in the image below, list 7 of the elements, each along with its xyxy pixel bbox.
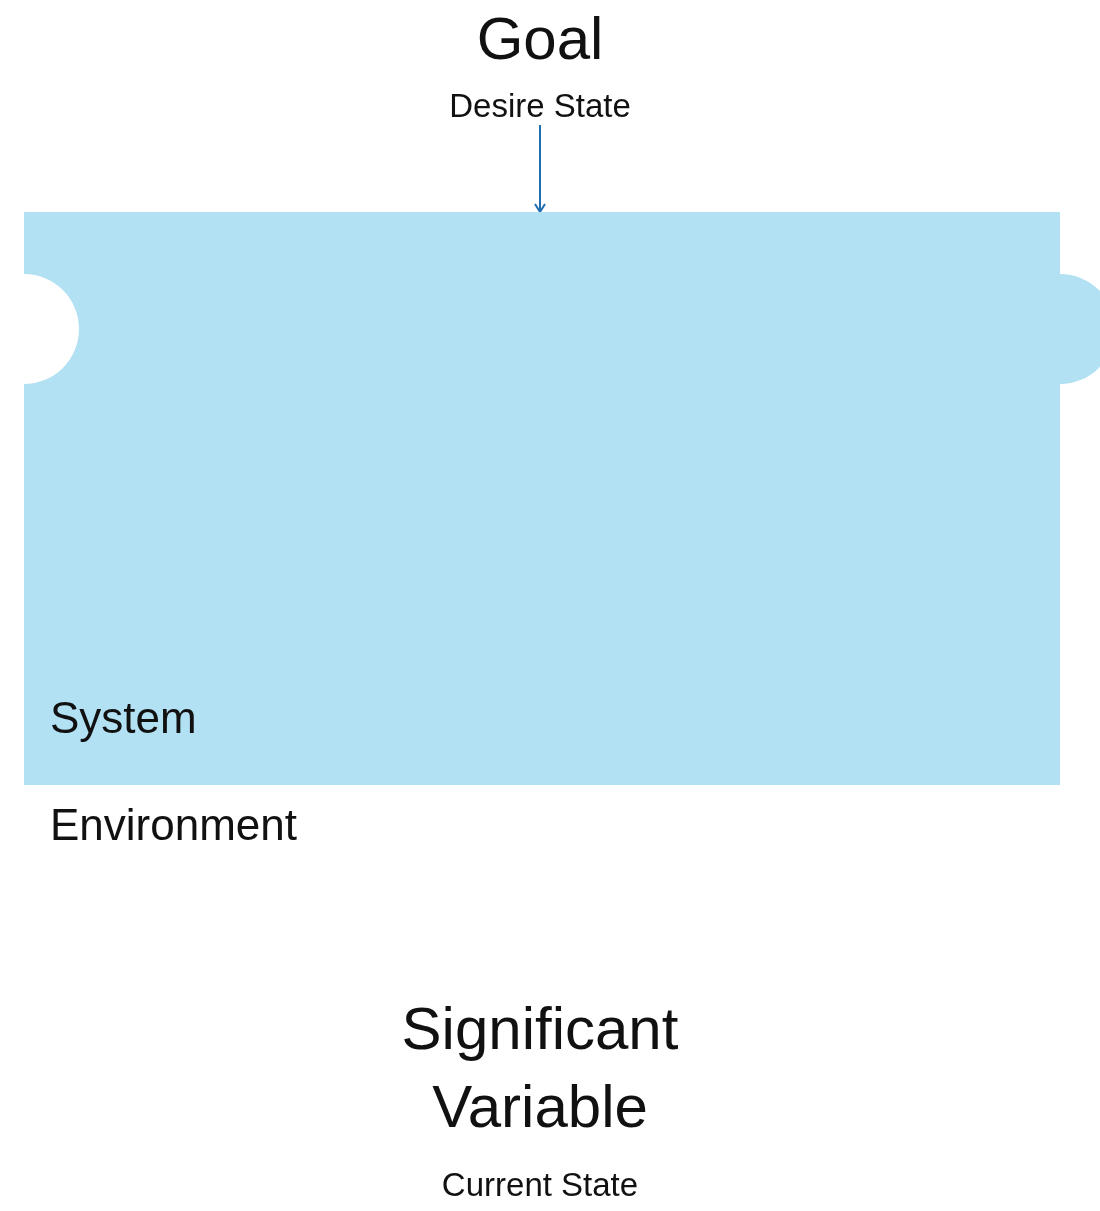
state-text: Desire State <box>449 87 631 124</box>
environment-label: Environment <box>50 800 297 849</box>
system-label: System <box>50 694 197 743</box>
arrow <box>534 124 546 213</box>
variable-heading: Significant Variable <box>400 994 680 1142</box>
state-text: Current State <box>441 1166 639 1203</box>
goal-heading: Goal <box>476 5 604 72</box>
